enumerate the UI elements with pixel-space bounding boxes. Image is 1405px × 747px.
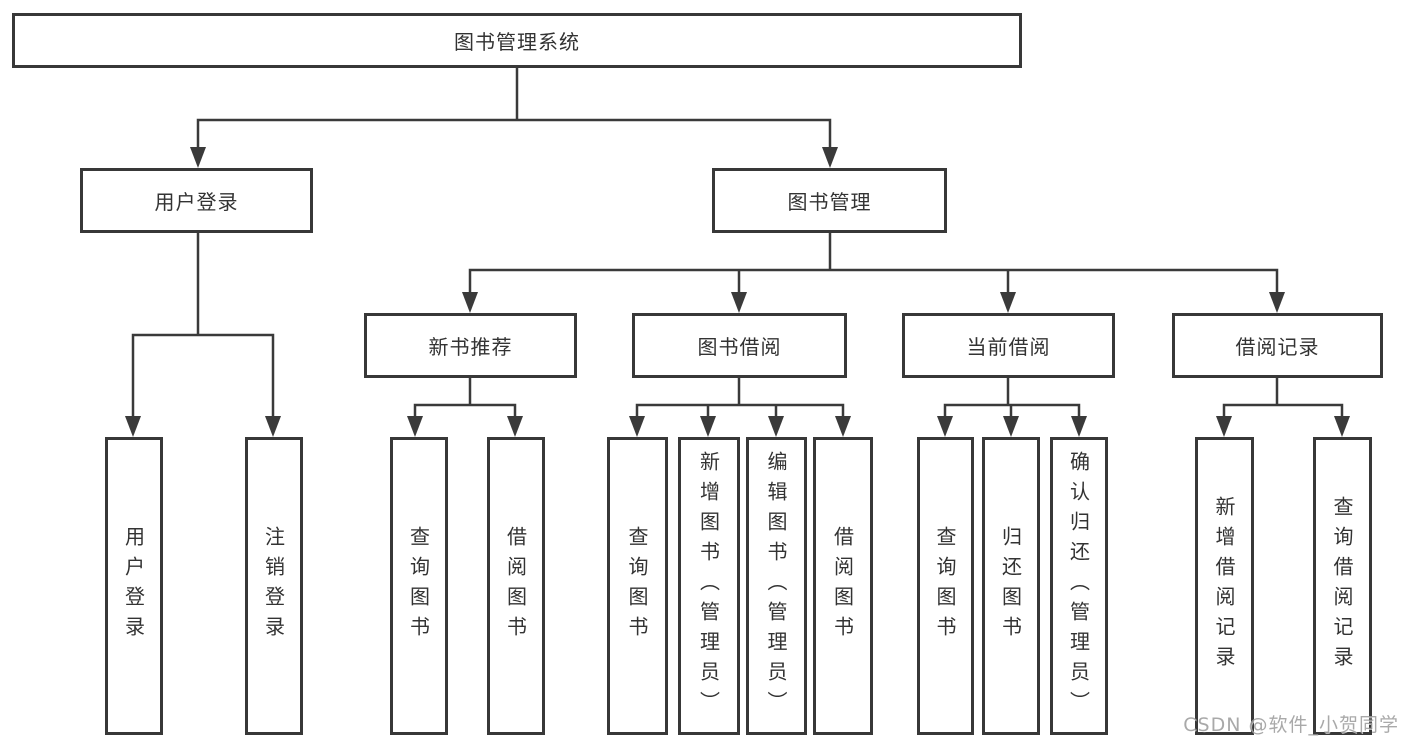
leaf-add-borrow-record: 新增借阅记录 [1195,437,1254,735]
leaf-current-query-books: 查询图书 [917,437,974,735]
node-borrow-records: 借阅记录 [1172,313,1383,378]
node-user-login: 用户登录 [80,168,313,233]
leaf-query-borrow-record: 查询借阅记录 [1313,437,1372,735]
leaf-logout: 注销登录 [245,437,303,735]
leaf-confirm-return-admin: 确认归还（管理员） [1050,437,1108,735]
node-new-book-recommend: 新书推荐 [364,313,577,378]
leaf-edit-books-admin: 编辑图书（管理员） [746,437,807,735]
node-root: 图书管理系统 [12,13,1022,68]
node-book-management: 图书管理 [712,168,947,233]
leaf-borrow-books: 借阅图书 [813,437,873,735]
leaf-add-books-admin: 新增图书（管理员） [678,437,740,735]
leaf-borrow-query-books: 查询图书 [607,437,668,735]
leaf-recommend-query-books: 查询图书 [390,437,448,735]
leaf-return-books: 归还图书 [982,437,1040,735]
node-current-borrow: 当前借阅 [902,313,1115,378]
arrowheads [125,147,1350,437]
csdn-watermark: CSDN @软件_小贺同学 [1183,714,1399,736]
node-book-borrow: 图书借阅 [632,313,847,378]
leaf-user-login: 用户登录 [105,437,163,735]
leaf-recommend-borrow-books: 借阅图书 [487,437,545,735]
